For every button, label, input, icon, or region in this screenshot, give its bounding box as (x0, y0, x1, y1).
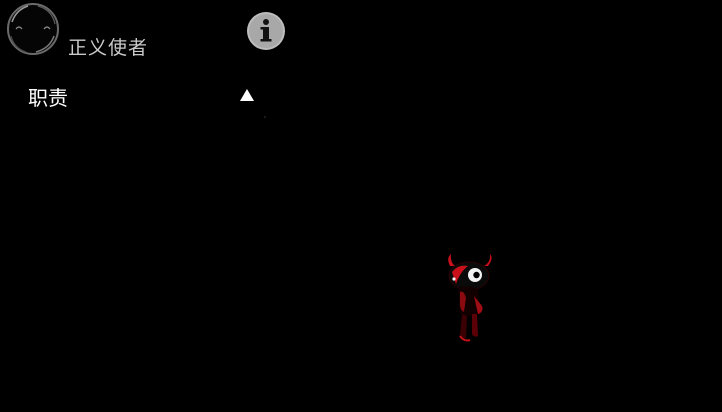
avatar-frame[interactable] (6, 2, 60, 56)
info-button[interactable] (246, 11, 286, 51)
character-sprite[interactable] (438, 252, 500, 344)
duty-toggle-button[interactable] (239, 87, 255, 101)
decorative-dot (264, 116, 266, 118)
round-portrait-frame-icon (7, 3, 59, 55)
info-icon (247, 12, 285, 50)
triangle-up-icon (240, 89, 254, 101)
red-horned-creature-sprite (448, 254, 492, 342)
character-title: 正义使者 (68, 37, 149, 59)
duty-label: 职责 (28, 86, 68, 110)
